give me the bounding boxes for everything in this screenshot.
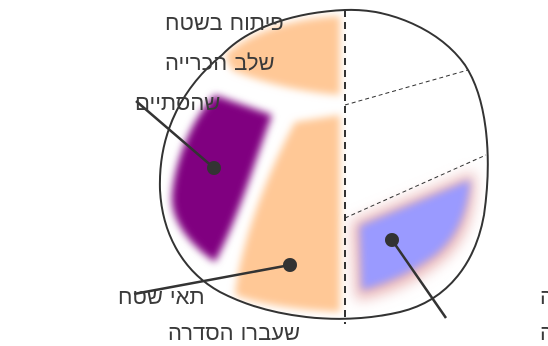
label-active-line1: כרייה xyxy=(540,285,548,310)
label-active-mining: כרייה פעילה xyxy=(540,285,548,346)
marker-restored xyxy=(283,258,297,272)
label-completed-line2: שלב הכרייה xyxy=(165,51,275,76)
label-restored-line1: תאי שטח xyxy=(118,285,205,310)
label-completed-mining: פיתוח בשטח שלב הכרייה שהסתיים xyxy=(135,11,284,116)
label-completed-line3: שהסתיים xyxy=(135,91,220,116)
label-active-line2: פעילה xyxy=(540,321,548,346)
marker-active xyxy=(385,233,399,247)
label-restored-line2: שעברו הסדרה xyxy=(168,321,300,346)
label-completed-line1: פיתוח בשטח xyxy=(165,11,284,36)
cell-boundary-1 xyxy=(345,70,468,105)
marker-completed xyxy=(207,161,221,175)
